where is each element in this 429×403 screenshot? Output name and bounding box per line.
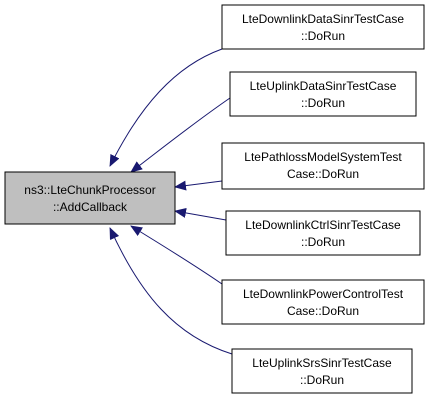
caller-node-uplink-srs-sinr[interactable]: LteUplinkSrsSinrTestCase ::DoRun — [231, 348, 413, 394]
edge-uplink-srs-sinr — [109, 227, 233, 355]
caller-node-downlink-data-sinr[interactable]: LteDownlinkDataSinrTestCase ::DoRun — [221, 4, 425, 50]
edge-downlink-power-control — [130, 225, 223, 285]
edges — [109, 48, 233, 355]
caller-node-line1: LteDownlinkDataSinrTestCase — [242, 12, 404, 26]
target-node[interactable]: ns3::LteChunkProcessor ::AddCallback — [4, 171, 176, 225]
edge-pathloss-system — [174, 180, 223, 191]
caller-node-line2: Case::DoRun — [287, 167, 359, 181]
caller-node-uplink-data-sinr[interactable]: LteUplinkDataSinrTestCase ::DoRun — [229, 71, 417, 117]
target-node-line1: ns3::LteChunkProcessor — [24, 183, 155, 197]
caller-node-line2: ::DoRun — [300, 373, 344, 387]
caller-node-line2: ::DoRun — [301, 96, 345, 110]
caller-node-downlink-power-control[interactable]: LteDownlinkPowerControlTest Case::DoRun — [221, 279, 425, 325]
edge-uplink-data-sinr — [130, 97, 231, 173]
caller-node-pathloss-system[interactable]: LtePathlossModelSystemTest Case::DoRun — [221, 142, 425, 190]
caller-node-line1: LteDownlinkCtrlSinrTestCase — [245, 218, 401, 232]
caller-node-line2: Case::DoRun — [287, 304, 359, 318]
caller-node-line2: ::DoRun — [301, 29, 345, 43]
edge-downlink-data-sinr — [109, 48, 223, 167]
caller-node-line1: LtePathlossModelSystemTest — [244, 150, 402, 164]
caller-node-downlink-ctrl-sinr[interactable]: LteDownlinkCtrlSinrTestCase ::DoRun — [225, 210, 421, 256]
caller-node-line1: LteUplinkSrsSinrTestCase — [252, 356, 392, 370]
target-node-line2: ::AddCallback — [53, 200, 128, 214]
edge-downlink-ctrl-sinr — [174, 207, 227, 221]
caller-node-line1: LteDownlinkPowerControlTest — [243, 287, 404, 301]
caller-node-line2: ::DoRun — [301, 235, 345, 249]
caller-node-line1: LteUplinkDataSinrTestCase — [250, 79, 397, 93]
